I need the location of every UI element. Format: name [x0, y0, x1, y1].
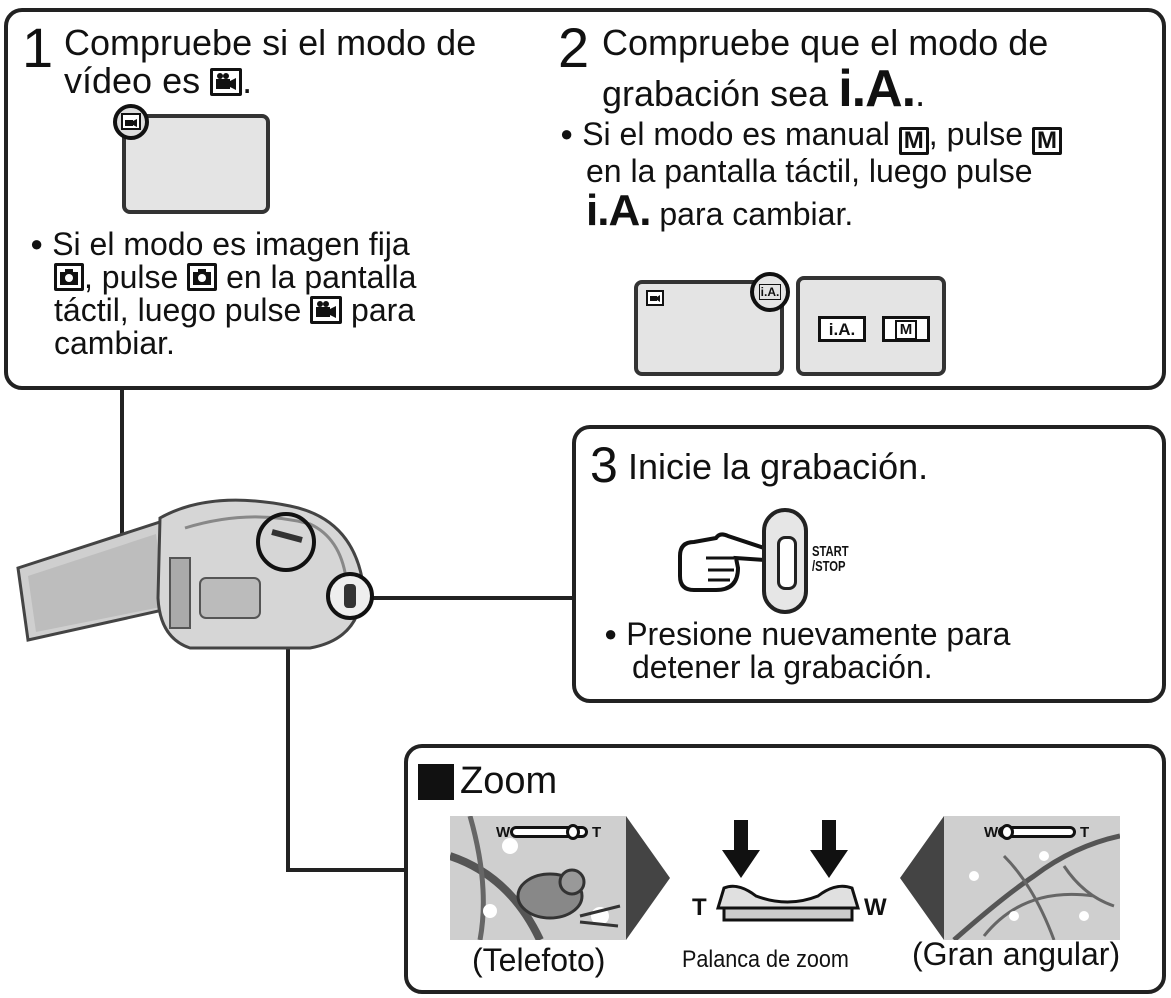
camcorder-illustration — [16, 498, 374, 650]
bullet-dot: ● — [560, 121, 574, 146]
zoom-bar-indicator: W T — [984, 824, 1090, 841]
video-camera-icon — [646, 290, 664, 306]
zoom-square-bullet — [418, 764, 454, 800]
step2-screen-mode-select: i.A. M — [796, 276, 946, 376]
lever-t-label: T — [692, 894, 707, 921]
manual-mode-icon: M — [898, 127, 929, 155]
lever-w-label: W — [864, 894, 887, 921]
start-stop-button-slot — [777, 536, 797, 590]
step3-title: Inicie la grabación. — [628, 446, 929, 487]
video-camera-icon — [121, 113, 141, 130]
ia-mode-label: i.A. — [586, 185, 651, 235]
zoom-bar-indicator: W T — [496, 824, 602, 841]
bullet-dot: ● — [604, 621, 618, 646]
connector-step3 — [356, 596, 574, 600]
zoom-lever-caption: Palanca de zoom — [682, 946, 849, 973]
zoom-title: Zoom — [460, 760, 558, 802]
video-camera-icon — [210, 67, 243, 96]
step2-ia-highlight-circle: i.A. — [750, 272, 790, 312]
step2-number: 2 — [558, 16, 590, 79]
telephoto-caption: (Telefoto) — [472, 942, 606, 978]
start-stop-label: START /STOP — [812, 543, 849, 575]
still-camera-icon — [187, 262, 218, 291]
step1-title: Compruebe si el modo de vídeo es . — [64, 22, 477, 101]
step1-screen-highlight-circle — [113, 104, 149, 140]
step3-panel — [572, 425, 1166, 703]
step2-title: Compruebe que el modo de grabación sea i… — [602, 22, 1049, 118]
ia-button[interactable]: i.A. — [818, 316, 866, 342]
connector-zoom-vertical — [286, 560, 290, 872]
pointing-hand-icon — [678, 532, 770, 592]
connector-step1 — [120, 388, 124, 550]
zoom-lever-illustration — [715, 820, 861, 922]
step1-number: 1 — [22, 16, 54, 79]
wide-arrow-icon — [900, 816, 944, 940]
wide-angle-image: W T — [944, 816, 1120, 940]
ia-mode-label: i.A. — [838, 59, 916, 118]
step3-bullet: ● Presione nuevamente para detener la gr… — [604, 616, 1011, 685]
step2-bullet: ● Si el modo es manual M, pulse M en la … — [560, 118, 1160, 233]
still-camera-icon — [54, 262, 84, 291]
connector-zoom-horizontal — [286, 868, 408, 872]
step3-number: 3 — [590, 437, 618, 493]
video-camera-icon — [310, 295, 343, 324]
start-stop-button[interactable] — [762, 508, 808, 614]
bullet-dot: ● — [30, 231, 44, 256]
manual-mode-icon: M — [1031, 127, 1062, 155]
wide-angle-caption: (Gran angular) — [912, 936, 1121, 972]
manual-button[interactable]: M — [882, 316, 930, 342]
telephoto-image: W T — [450, 816, 626, 940]
step1-bullet: ● Si el modo es imagen fija , pulse en l… — [30, 226, 417, 361]
tele-arrow-icon — [626, 816, 670, 940]
